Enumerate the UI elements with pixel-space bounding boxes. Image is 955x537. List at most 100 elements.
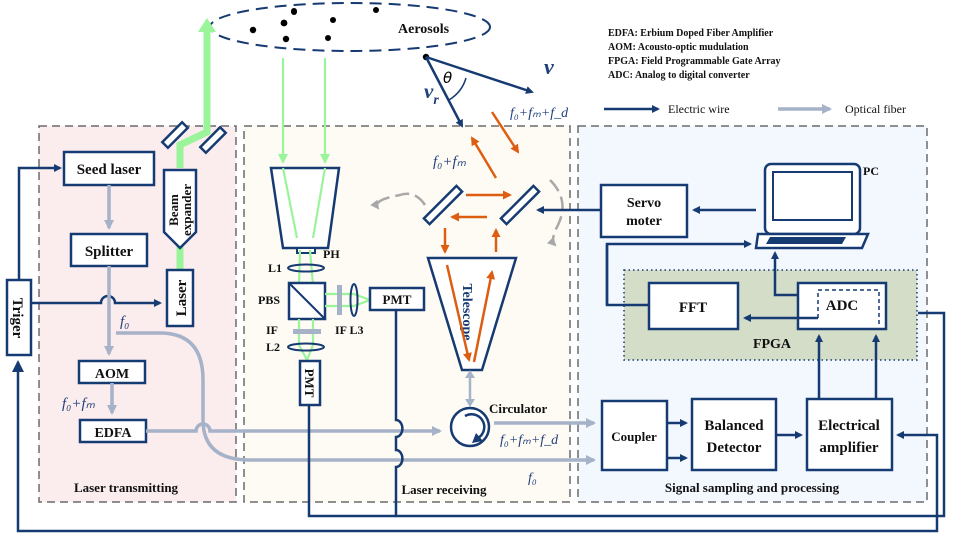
section-label-transmit: Laser transmitting xyxy=(74,480,179,495)
filter-if-right xyxy=(337,285,342,315)
f0-fm-transmit-label: f₀+fₘ xyxy=(62,396,96,412)
beam-expander-label-1: Beam xyxy=(166,194,181,226)
angle-arc xyxy=(448,77,467,101)
laser-box xyxy=(165,268,195,328)
lens-l2 xyxy=(287,342,325,352)
circulator-arrow-icon xyxy=(464,413,486,440)
legend-optical-fiber-label: Optical fiber xyxy=(845,102,906,116)
edfa-label: EDFA xyxy=(94,426,132,441)
section-label-signal: Signal sampling and processing xyxy=(665,480,840,495)
scan-mirror-right xyxy=(499,184,541,226)
ph-label: PH xyxy=(323,247,340,261)
laser-label: Laser xyxy=(174,279,190,316)
scan-mirror-left xyxy=(422,184,464,226)
wire-pmt-bottom xyxy=(307,405,396,518)
filter-if-left xyxy=(293,329,321,334)
rotation-arrow-right xyxy=(546,179,564,247)
svg-text:EDFA: Erbium Doped Fiber Ampli: EDFA: Erbium Doped Fiber Amplifier xyxy=(608,28,774,39)
beam-output xyxy=(176,30,211,168)
svg-text:FPGA: Field Programmable Gate: FPGA: Field Programmable Gate Array xyxy=(608,56,781,67)
fpga-label: FPGA xyxy=(753,337,792,352)
receiver-lens-telescope xyxy=(269,166,341,250)
wire-adc-to-pc xyxy=(771,251,798,297)
amp-label-2: amplifier xyxy=(819,440,878,456)
velocity-label: v xyxy=(544,54,554,79)
pmt-bottom-label: PMT xyxy=(302,369,317,398)
fiber-edfa-to-circulator xyxy=(146,422,442,436)
balanced-label-2: Detector xyxy=(707,440,762,456)
circulator-arrow-head xyxy=(472,433,483,443)
section-label-receive: Laser receiving xyxy=(401,482,487,497)
if-left-label: IF xyxy=(266,323,278,337)
adc-label: ADC xyxy=(826,298,859,314)
rotation-arrow-left xyxy=(370,192,427,210)
circulator-label: Circulator xyxy=(489,401,547,416)
legend-electric-wire-label: Electric wire xyxy=(668,102,730,116)
balanced-label-1: Balanced xyxy=(704,418,764,434)
focused-beams xyxy=(281,167,327,239)
aerosol-particles xyxy=(249,7,379,43)
wire-trigger-loop xyxy=(16,362,939,533)
l2-label: L2 xyxy=(266,340,280,354)
wire-fft-left xyxy=(605,244,649,307)
balanced-detector-box xyxy=(690,397,778,472)
svg-text:ADC: Analog to digital convert: ADC: Analog to digital converter xyxy=(608,70,750,81)
seed-laser-box xyxy=(62,150,156,187)
if-l3-label: IF L3 xyxy=(335,323,364,337)
electrical-amplifier-box xyxy=(805,397,894,472)
beam-expander-label-2: expander xyxy=(179,184,194,236)
f0-fm-receive-label: f₀+fₘ xyxy=(433,154,467,170)
seed-laser-label: Seed laser xyxy=(77,162,142,178)
coupler-label: Coupler xyxy=(611,429,657,444)
coupler-box xyxy=(600,399,669,472)
ray-from-atmosphere xyxy=(490,111,520,154)
aom-label: AOM xyxy=(95,367,129,382)
telescope-outgoing-ray xyxy=(445,264,472,362)
beam-to-pmt-right xyxy=(325,292,371,308)
aerosols-label: Aerosols xyxy=(398,22,450,37)
fiber-bidirectional-arrows xyxy=(465,370,475,407)
pc-laptop-icon xyxy=(754,162,870,250)
return-frequency-label: f₀+fₘ+f_d xyxy=(510,106,569,121)
radial-velocity-vector xyxy=(424,56,464,128)
servo-label-1: Servo xyxy=(627,196,661,211)
splitter-label: Splitter xyxy=(85,244,134,260)
theta-label: θ xyxy=(443,69,452,87)
lens-l1 xyxy=(287,263,325,273)
ray-to-atmosphere xyxy=(470,136,498,179)
radial-velocity-label: vr xyxy=(424,79,439,108)
f0-transmit-label: f₀ xyxy=(120,314,129,330)
pc-label: PC xyxy=(863,164,879,178)
fiber-reference-f0 xyxy=(116,331,596,465)
velocity-vector xyxy=(425,55,534,94)
telescope-label: Telescope xyxy=(459,283,474,340)
telescope-return-ray xyxy=(472,270,496,363)
adc-inner-dashed xyxy=(817,289,880,325)
trigger-input-arrowhead xyxy=(12,360,24,372)
telescope-body xyxy=(426,256,518,372)
wire-trigger-to-seed xyxy=(17,164,62,280)
wire-pmt-right xyxy=(394,310,946,518)
servo-motor-box xyxy=(599,183,689,239)
servo-label-2: moter xyxy=(626,214,662,229)
fft-box xyxy=(647,281,740,331)
beam-output-arrowhead xyxy=(198,18,216,32)
trigger-label: Triger xyxy=(9,298,25,339)
pinhole xyxy=(296,247,316,254)
pmt-right-label: PMT xyxy=(383,292,412,307)
pbs-diagonal xyxy=(288,282,326,320)
steering-mirror-1 xyxy=(160,120,190,150)
steering-mirror-2 xyxy=(198,125,228,155)
beam-to-pmt-bottom xyxy=(297,319,315,361)
pbs-label: PBS xyxy=(258,293,280,307)
circulator-freq-label: f₀+fₘ+f_d xyxy=(500,433,559,448)
svg-text:AOM: Acousto-optic mudulation: AOM: Acousto-optic mudulation xyxy=(608,42,749,53)
lens-l3 xyxy=(349,283,359,317)
beam-to-pbs xyxy=(297,249,315,286)
l1-label: L1 xyxy=(268,261,282,275)
abbreviation-legend: EDFA: Erbium Doped Fiber Amplifier AOM: … xyxy=(608,28,781,81)
amp-label-1: Electrical xyxy=(818,418,880,434)
f0-receive-label: f₀ xyxy=(528,471,537,486)
beam-expander-box xyxy=(162,168,198,250)
